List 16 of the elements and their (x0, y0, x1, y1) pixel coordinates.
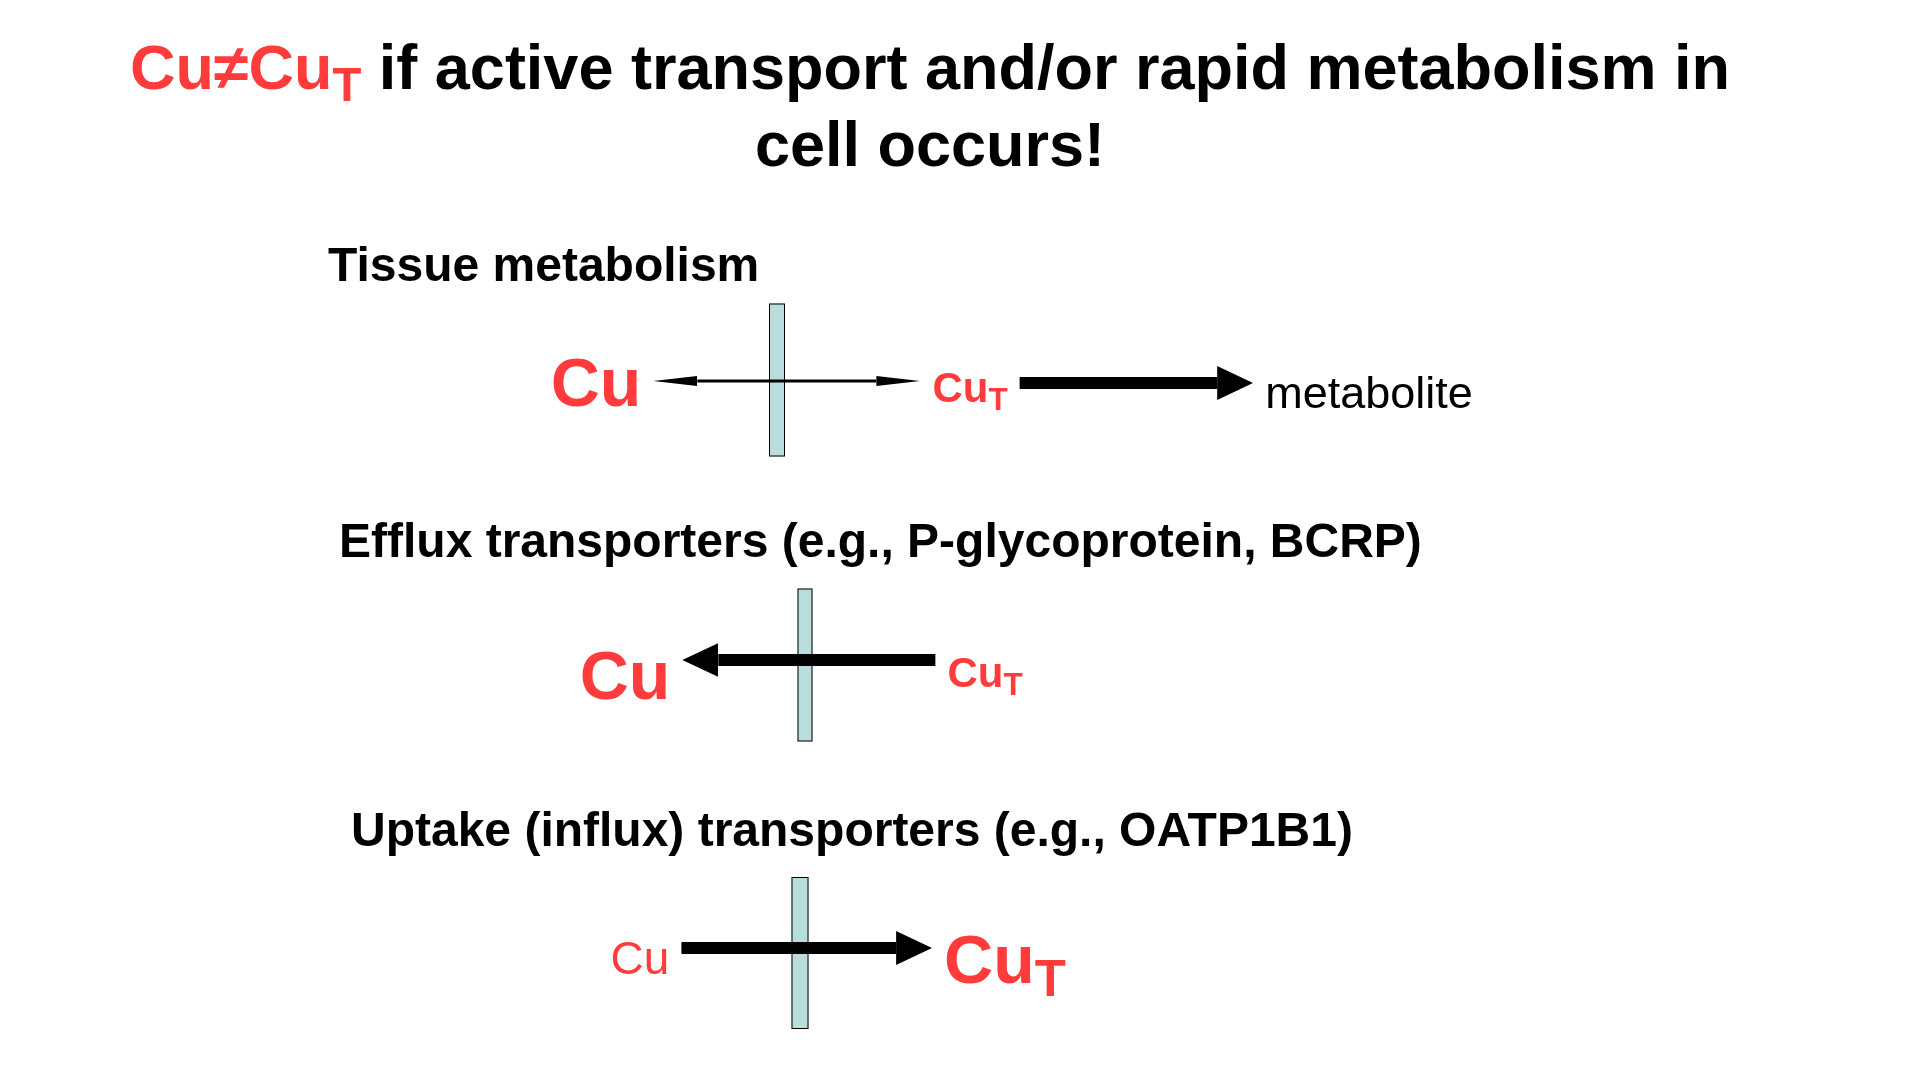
section-heading: Efflux transporters (e.g., P-glycoprotein, BCRP) (339, 517, 1422, 565)
compound-label: Cu (602, 935, 678, 981)
compound-label: Cu (571, 641, 679, 709)
title: Cu≠Cu$_{T}$ if active transport and/or rapid metabolism in cell occurs! (128, 31, 1732, 181)
compound-label: Cu$_{T}$ (924, 367, 1016, 409)
membrane-bar (797, 588, 813, 742)
metabolite-label: metabolite (1257, 369, 1481, 415)
section-heading: Tissue metabolism (328, 241, 760, 289)
membrane-bar (769, 303, 785, 457)
section-heading: Uptake (influx) transporters (e.g., OATP1B1) (351, 806, 1353, 854)
compound-label: Cu$_{T}$ (939, 652, 1031, 694)
arrow (681, 931, 933, 965)
arrow (1019, 366, 1254, 400)
compound-label: Cu (542, 348, 650, 416)
arrow (682, 643, 936, 677)
membrane-bar (791, 877, 809, 1029)
